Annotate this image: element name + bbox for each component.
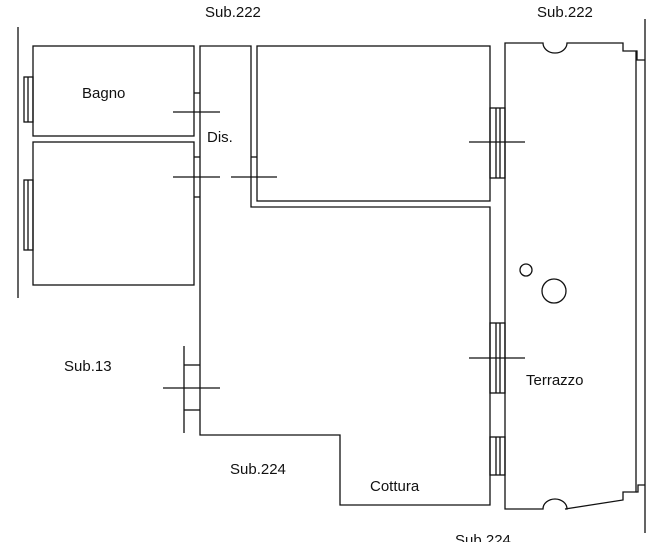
window-top-right-room bbox=[469, 107, 525, 179]
room-top-right bbox=[256, 45, 491, 202]
window-main-room bbox=[469, 322, 525, 394]
wall-main-room bbox=[199, 45, 491, 506]
window-bedroom-left bbox=[23, 179, 34, 251]
room-bedroom-left bbox=[32, 141, 195, 286]
label-sub224-left: Sub.224 bbox=[230, 461, 286, 478]
entrance-door bbox=[163, 346, 220, 433]
door-bedroom-left bbox=[173, 156, 220, 198]
large-circle-fixture bbox=[541, 278, 567, 304]
label-terrazzo: Terrazzo bbox=[526, 372, 584, 389]
label-sub224-bottom: Sub.224 bbox=[455, 532, 511, 542]
label-cottura: Cottura bbox=[370, 478, 420, 495]
label-sub13: Sub.13 bbox=[64, 358, 112, 375]
label-sub222-right: Sub.222 bbox=[537, 4, 593, 21]
window-bagno bbox=[23, 76, 34, 123]
small-circle-fixture bbox=[519, 263, 533, 277]
door-top-right-room bbox=[231, 156, 277, 178]
window-cottura bbox=[489, 436, 506, 476]
terrace-railing bbox=[636, 19, 646, 533]
terrace-outline bbox=[504, 42, 637, 510]
label-dis: Dis. bbox=[207, 129, 233, 146]
label-sub222-left: Sub.222 bbox=[205, 4, 261, 21]
label-bagno: Bagno bbox=[82, 85, 126, 102]
door-bagno bbox=[173, 92, 220, 113]
